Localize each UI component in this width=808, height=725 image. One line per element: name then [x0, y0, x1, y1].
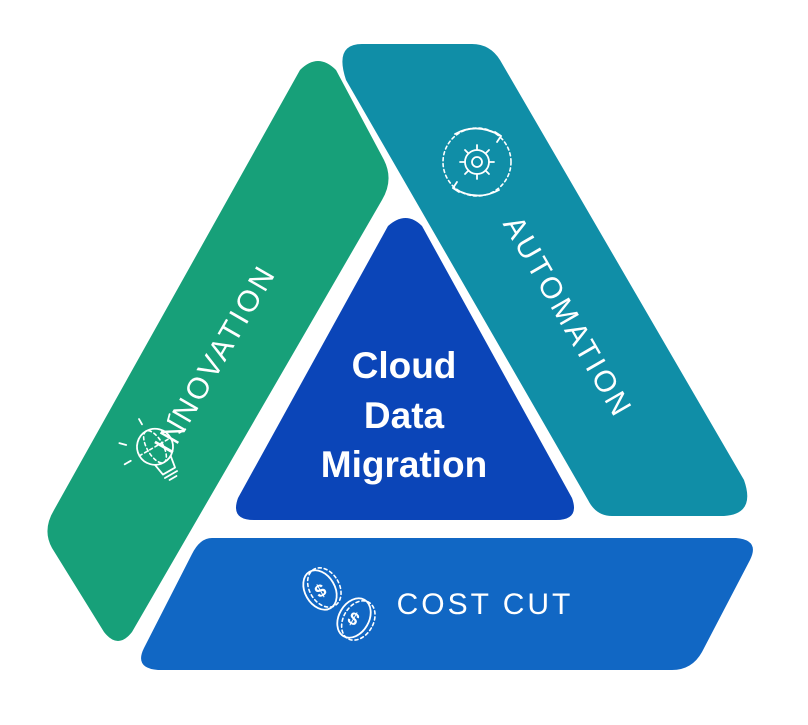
cost-cut-segment: COST CUT $ $ — [141, 538, 753, 670]
center-line-3: Migration — [321, 444, 487, 485]
gear-cycle-icon — [442, 127, 512, 197]
center-triangle — [236, 218, 574, 520]
center-line-1: Cloud — [352, 345, 457, 386]
center-segment: Cloud Data Migration — [236, 218, 574, 520]
automation-band — [342, 44, 748, 516]
cost-cut-band — [141, 538, 753, 670]
lightbulb-icon — [118, 413, 187, 481]
center-line-2: Data — [364, 395, 445, 436]
cost-cut-label: COST CUT — [397, 588, 574, 621]
innovation-band — [47, 61, 389, 641]
